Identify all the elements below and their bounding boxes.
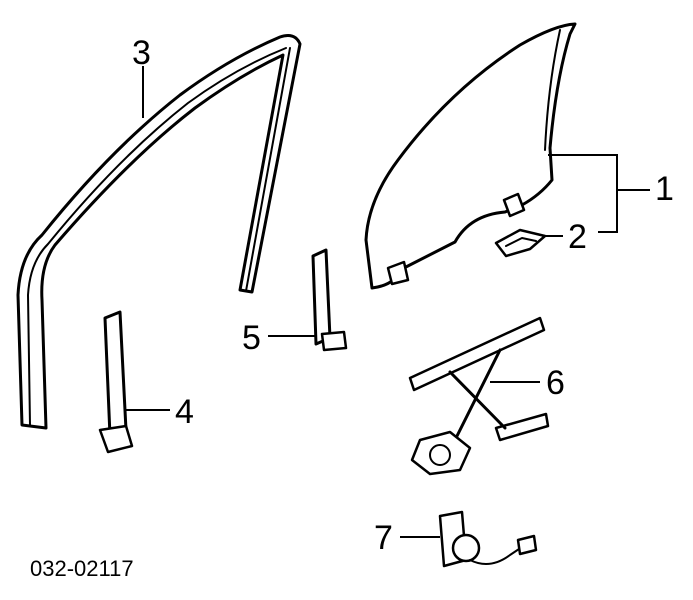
callout-3: 3 xyxy=(132,34,151,72)
part-3-run-channel xyxy=(16,34,302,430)
callout-4: 4 xyxy=(175,393,194,431)
callout-2: 2 xyxy=(568,218,587,256)
part-4-lower-channel xyxy=(98,310,134,454)
callout-5: 5 xyxy=(242,319,261,357)
callout-7: 7 xyxy=(374,519,393,557)
part-1-door-glass xyxy=(364,22,577,290)
callout-1: 1 xyxy=(655,170,674,208)
leader-1 xyxy=(548,154,650,233)
part-5-lower-channel xyxy=(311,248,348,352)
callout-6: 6 xyxy=(546,364,565,402)
diagram-code: 032-02117 xyxy=(30,556,134,581)
part-2-glass-clip xyxy=(494,228,547,258)
part-6-window-regulator xyxy=(408,316,550,476)
part-7-regulator-motor xyxy=(438,510,538,568)
